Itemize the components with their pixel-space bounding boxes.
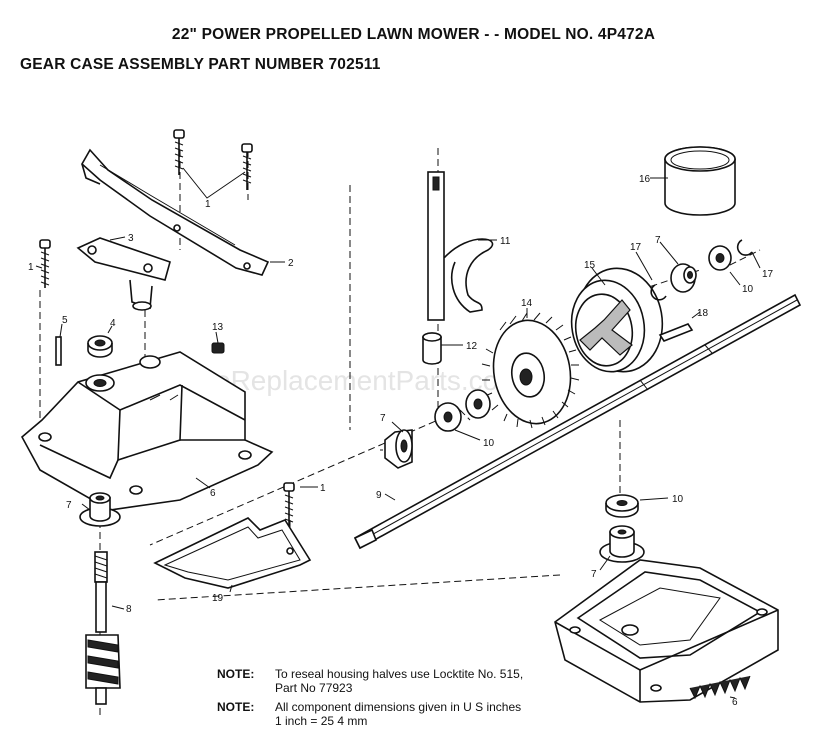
page-subtitle: GEAR CASE ASSEMBLY PART NUMBER 702511 [20,56,381,73]
bracket-part-2 [80,148,270,276]
callout-7: 7 [66,500,72,511]
callout-15: 15 [584,260,596,271]
axle-part-9 [353,293,802,550]
sleeve-part-16 [664,146,736,216]
callouts: 1 1 1 2 3 4 5 6 6 7 7 7 7 8 9 10 10 10 1… [28,174,774,708]
plug-part-13 [211,342,225,354]
callout-2: 2 [288,258,294,269]
housing-upper-part-6 [20,351,274,511]
washer-part-10-mid [434,389,491,432]
bushing-part-7-left [79,492,121,527]
bolt-part-1-left [39,239,51,288]
gear-part-14 [481,312,580,429]
housing-lower-part-6 [554,559,779,703]
callout-3: 3 [128,233,134,244]
note-dimensions: NOTE: All component dimensions given in U… [217,700,521,728]
washer-part-10-right [708,245,732,271]
spacer-part-12 [422,332,442,365]
worm-shaft-part-8 [85,551,121,705]
note-text: 1 inch = 25 4 mm [275,714,368,728]
callout-6: 6 [732,697,738,708]
note-label: NOTE: [217,700,255,714]
bolt-part-1-lower [283,482,295,530]
shift-fork-part-11 [427,171,494,321]
callout-9: 9 [376,490,382,501]
callout-17: 17 [762,269,774,280]
callout-14: 14 [521,298,533,309]
note-text: Part No 77923 [275,681,353,695]
callout-19: 19 [212,593,224,604]
note-locktite: NOTE: To reseal housing halves use Lockti… [217,667,523,695]
callout-17: 17 [630,242,642,253]
clutch-part-15 [570,267,664,373]
note-text: All component dimensions given in U S in… [275,700,522,714]
bushing-part-7-mid [384,429,413,469]
lever-part-3 [76,237,171,311]
callout-1: 1 [320,483,326,494]
bolt-part-1 [173,129,253,199]
bushing-part-7-right [670,263,697,293]
washer-part-10-lower [605,494,639,518]
callout-8: 8 [126,604,132,615]
callout-11: 11 [500,236,511,247]
clip-part-17-mid [650,284,667,301]
page-title: 22" POWER PROPELLED LAWN MOWER - - MODEL… [171,26,656,43]
key-part-18 [658,323,694,342]
washer-part-4 [87,335,113,358]
note-text: To reseal housing halves use Locktite No… [275,667,524,681]
callout-1: 1 [28,262,34,273]
callout-16: 16 [639,174,651,185]
callout-7: 7 [655,235,661,246]
callout-5: 5 [62,315,68,326]
clip-part-17-right [736,239,753,256]
bushing-part-7-lower [599,525,645,563]
callout-10: 10 [672,494,684,505]
callout-7: 7 [591,569,597,580]
callout-13: 13 [212,322,224,333]
callout-18: 18 [697,308,709,319]
callout-10: 10 [742,284,754,295]
leader-lines [35,177,761,699]
note-label: NOTE: [217,667,255,681]
callout-6: 6 [210,488,216,499]
callout-4: 4 [110,318,116,329]
watermark: eReplacementParts.com [215,365,522,396]
callout-7: 7 [380,413,386,424]
callout-12: 12 [466,341,478,352]
callout-10: 10 [483,438,495,449]
callout-1: 1 [205,199,211,210]
plate-part-19 [153,517,312,589]
pin-part-5 [55,336,62,366]
